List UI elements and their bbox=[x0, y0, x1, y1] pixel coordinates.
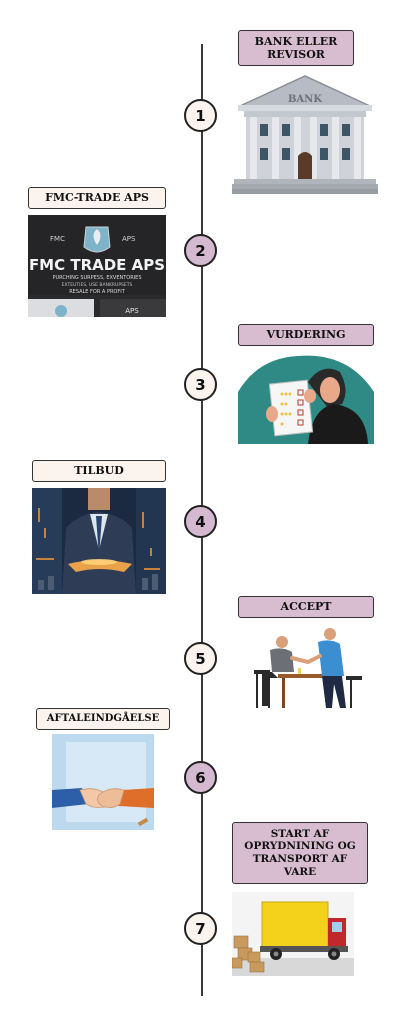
agreement-handshake-image bbox=[52, 734, 154, 830]
fmc-subtitle-2: EXTEUTIES, USE BANKRUPSETS bbox=[62, 282, 133, 288]
moving-truck-image bbox=[232, 892, 354, 976]
step-1-label: BANK ELLER REVISOR bbox=[238, 30, 354, 66]
step-7-node: 7 bbox=[184, 912, 217, 945]
step-4-node: 4 bbox=[184, 505, 217, 538]
step-2-node: 2 bbox=[184, 234, 217, 267]
offer-businessman-image bbox=[32, 488, 166, 594]
fmc-title: FMC TRADE APS bbox=[29, 256, 165, 274]
step-3-node: 3 bbox=[184, 368, 217, 401]
fmc-logo-left: FMC bbox=[50, 235, 65, 243]
step-5-node: 5 bbox=[184, 642, 217, 675]
step-6-node: 6 bbox=[184, 761, 217, 794]
step-2-label: FMC-TRADE APS bbox=[28, 187, 166, 209]
step-6-label: AFTALEINDGÅELSE bbox=[36, 708, 170, 730]
bank-illustration: BANK bbox=[232, 72, 378, 194]
fmc-bottom-text: APS bbox=[125, 307, 139, 315]
step-7-label: START AF OPRYDNINING OG TRANSPORT AF VAR… bbox=[232, 822, 368, 884]
fmc-trade-logo-image: FMC APS FMC TRADE APS PURCHING SURPESS, … bbox=[28, 215, 166, 317]
fmc-logo-right: APS bbox=[122, 235, 136, 243]
step-5-label: ACCEPT bbox=[238, 596, 374, 618]
step-3-label: VURDERING bbox=[238, 324, 374, 346]
fmc-subtitle-3: RESALE FOR A PROFIT bbox=[69, 289, 126, 295]
bank-sign: BANK bbox=[288, 94, 322, 105]
fmc-subtitle-1: PURCHING SURPESS, EXVENTORIES bbox=[52, 275, 141, 281]
step-1-node: 1 bbox=[184, 99, 217, 132]
handshake-meeting-illustration bbox=[248, 624, 366, 710]
step-4-label: TILBUD bbox=[32, 460, 166, 482]
evaluation-illustration bbox=[238, 352, 374, 444]
